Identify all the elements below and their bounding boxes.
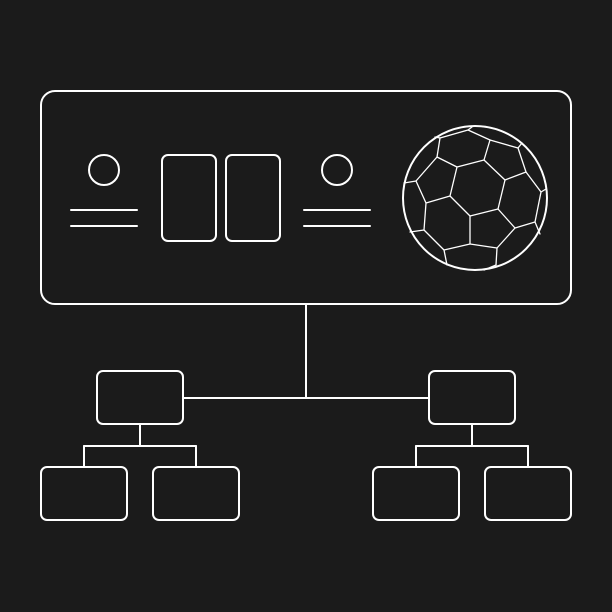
team-left bbox=[70, 154, 138, 227]
team-avatar-right bbox=[321, 154, 353, 186]
score-digit-right bbox=[225, 154, 281, 242]
semifinal-node-left bbox=[96, 370, 184, 425]
score-digit-left bbox=[161, 154, 217, 242]
soccer-ball-seams bbox=[403, 126, 547, 271]
soccer-ball-outline bbox=[402, 125, 548, 271]
team-right bbox=[303, 154, 371, 227]
quarterfinal-node-3 bbox=[372, 466, 460, 521]
quarterfinal-node-1 bbox=[40, 466, 128, 521]
soccer-ball-center-patch bbox=[449, 159, 506, 217]
bracket-connector bbox=[83, 303, 529, 468]
team-avatar-left bbox=[88, 154, 120, 186]
quarterfinal-node-2 bbox=[152, 466, 240, 521]
soccer-ball-icon bbox=[402, 125, 548, 271]
semifinal-node-right bbox=[428, 370, 516, 425]
quarterfinal-node-4 bbox=[484, 466, 572, 521]
scoreboard-panel bbox=[40, 90, 572, 305]
